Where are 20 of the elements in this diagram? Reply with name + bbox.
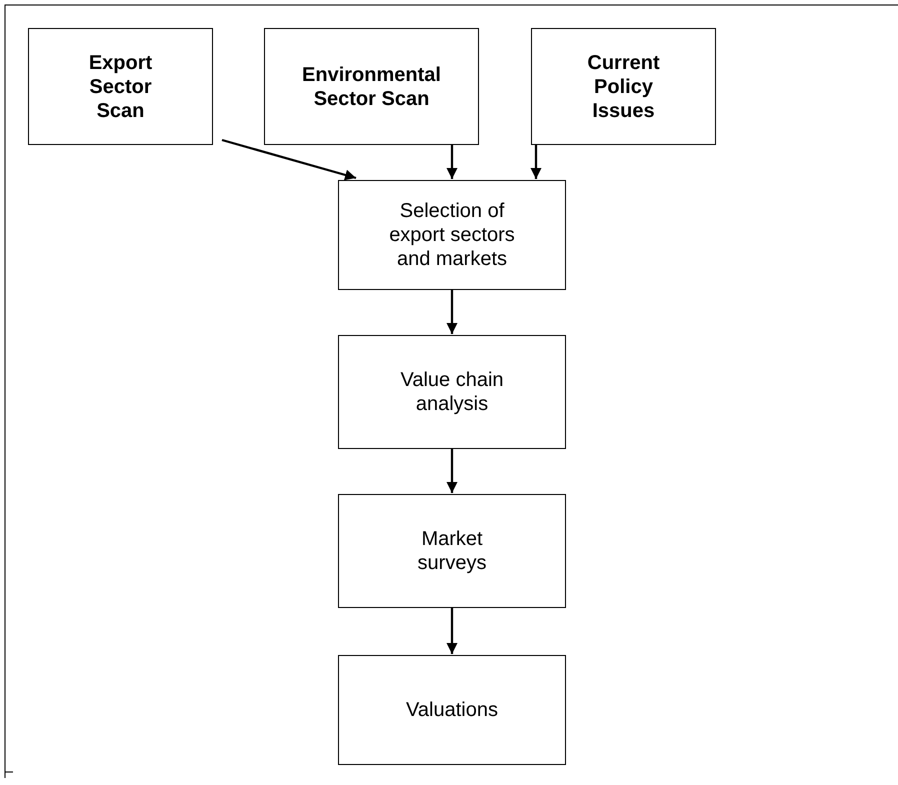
arrow: [222, 138, 356, 180]
box-label: Environmental Sector Scan: [301, 62, 442, 110]
box-label: Current Policy Issues: [586, 50, 661, 122]
arrow: [446, 290, 458, 334]
box-label: Valuations: [406, 698, 498, 722]
arrow: [530, 145, 542, 179]
process-box: [531, 28, 716, 145]
box-label: Export Sector Scan: [88, 50, 154, 122]
arrow: [446, 449, 458, 493]
process-box: [338, 655, 566, 765]
arrow: [446, 608, 458, 654]
box-label: Value chain analysis: [399, 368, 505, 416]
process-box: [338, 335, 566, 449]
process-box: [264, 28, 479, 145]
box-label: Market surveys: [416, 527, 488, 575]
box-label: Selection of export sectors and markets: [388, 199, 516, 271]
arrow: [446, 145, 458, 179]
process-box: [338, 494, 566, 608]
process-box: [28, 28, 213, 145]
process-box: [338, 180, 566, 290]
